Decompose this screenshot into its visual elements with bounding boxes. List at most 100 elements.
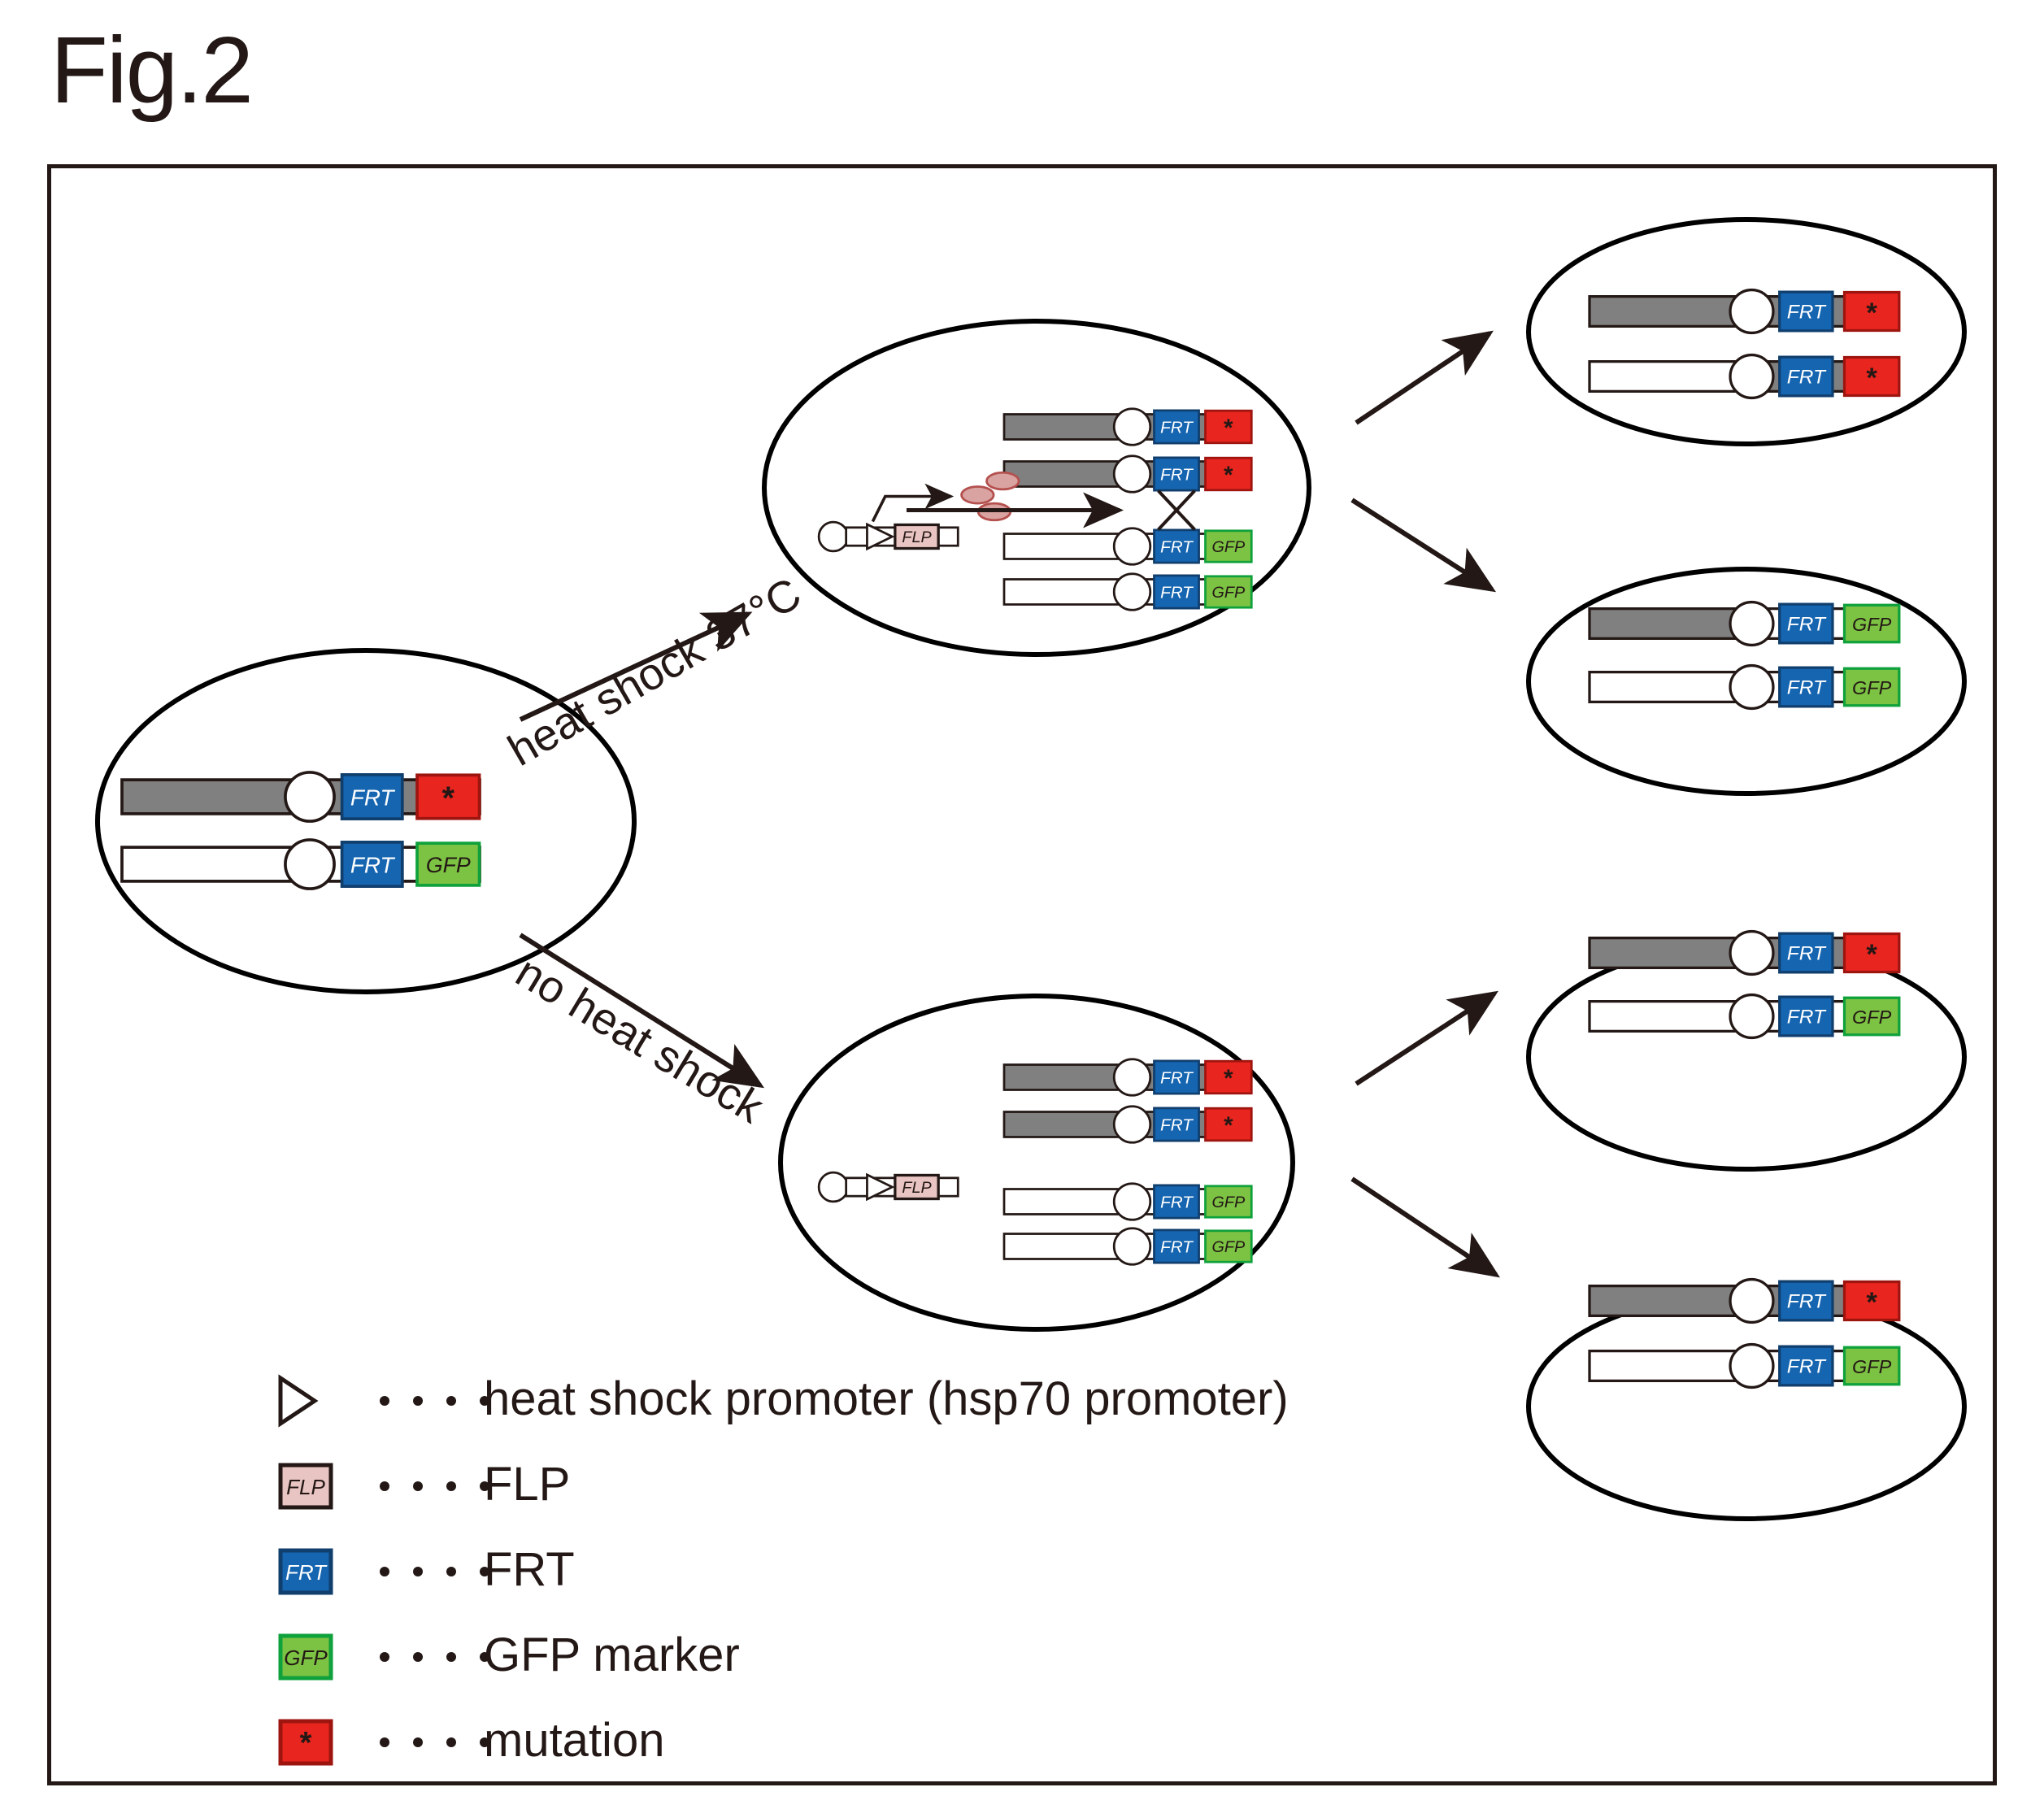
mutation-label: * <box>1866 298 1877 328</box>
centromere-icon <box>1112 454 1152 494</box>
frt-label: FRT <box>1160 1069 1194 1088</box>
frt-box-icon <box>1778 932 1834 974</box>
centromere-icon <box>284 838 336 890</box>
gfp-label: GFP <box>1852 677 1892 698</box>
gfp-box-icon <box>415 841 481 887</box>
centromere-icon <box>1729 353 1775 400</box>
gfp-box-icon <box>1204 1185 1253 1219</box>
mutation-box-icon <box>1204 1107 1253 1142</box>
gfp-box-icon <box>1842 996 1901 1037</box>
centromere-icon <box>1112 1058 1152 1097</box>
frt-label: FRT <box>1787 1007 1827 1028</box>
legend-dot <box>480 1481 489 1491</box>
legend-dot <box>446 1481 456 1491</box>
gfp-label: GFP <box>426 853 471 877</box>
gfp-box-icon <box>1842 603 1901 644</box>
flp-centromere-icon <box>817 520 850 553</box>
legend-label-mut: mutation <box>484 1714 665 1767</box>
gfp-label: GFP <box>1212 584 1246 602</box>
legend-dot <box>413 1396 423 1406</box>
frt-label: FRT <box>1787 1291 1827 1313</box>
frt-box-icon <box>340 773 404 821</box>
flp-box-icon <box>278 1463 333 1510</box>
cell-membrane <box>1526 942 1967 1172</box>
gfp-box-icon <box>1204 575 1253 609</box>
cell-membrane <box>762 319 1311 657</box>
arrow-nhs-to-result-4 <box>1350 1176 1500 1278</box>
chromatid-mutant-2: FRT* <box>1002 1105 1253 1144</box>
flp-centromere-icon <box>817 1171 850 1203</box>
frt-box-icon <box>1778 1280 1834 1322</box>
mutation-label: * <box>1866 939 1877 970</box>
chromatid-left-arm <box>1588 295 1754 328</box>
frt-box-icon <box>1778 995 1834 1037</box>
frt-box-icon <box>1153 456 1200 492</box>
crossover-x-icon <box>1157 489 1196 531</box>
legend-dot <box>480 1396 489 1406</box>
centromere-icon <box>1729 663 1775 711</box>
gfp-label: GFP <box>1212 1238 1246 1256</box>
heat-shock-promoter-triangle-icon <box>866 522 895 551</box>
frt-label: FRT <box>1160 538 1194 557</box>
centromere-icon <box>1729 929 1775 976</box>
gfp-label: GFP <box>1852 1007 1892 1028</box>
figure-title: Fig.2 <box>50 17 254 123</box>
legend-dot <box>480 1652 489 1662</box>
frt-label: FRT <box>1787 367 1827 389</box>
chromatid-left-arm <box>1588 607 1754 640</box>
chromatid-mutant-1: FRT* <box>1002 407 1253 446</box>
frt-box-icon <box>1778 355 1834 398</box>
gfp-label: GFP <box>1212 1194 1246 1211</box>
frt-box-icon <box>1153 1107 1200 1142</box>
legend-dot <box>413 1737 423 1747</box>
frt-box-icon <box>1153 1059 1200 1095</box>
flp-label: FLP <box>902 528 932 546</box>
gfp-box-icon <box>278 1633 333 1681</box>
legend-dot <box>380 1652 389 1662</box>
flp-protein-icon <box>985 471 1020 491</box>
frt-label: FRT <box>1160 1194 1194 1212</box>
parent-cell <box>95 648 637 994</box>
legend-dot <box>480 1567 489 1576</box>
frt-box-icon <box>1153 574 1200 610</box>
centromere-icon <box>1112 407 1152 446</box>
chromatid-left-arm <box>1002 1233 1133 1260</box>
chromatid-gfp: FRT GFP <box>120 838 481 890</box>
result-cell-heterozygous-bottom <box>1526 1292 1967 1521</box>
chromatid-left-arm <box>1588 1000 1754 1033</box>
legend-label-gfp: GFP marker <box>484 1629 740 1681</box>
frt-label: FRT <box>350 853 396 878</box>
heat-shock-promoter-triangle-icon <box>866 1172 895 1202</box>
gfp-label: GFP <box>1852 1356 1892 1377</box>
mutation-label: * <box>1224 463 1233 489</box>
chromatid-mutant-2: FRT * <box>1002 454 1253 494</box>
legend-item-hsp <box>278 1374 489 1428</box>
frt-box-icon <box>1778 290 1834 333</box>
gfp-box-icon <box>1204 1229 1253 1263</box>
frt-label: FRT <box>1160 1238 1194 1257</box>
mutation-box-icon <box>1842 932 1901 974</box>
cell-membrane <box>778 994 1295 1332</box>
frt-box-icon <box>1153 409 1200 445</box>
flp-label: FLP <box>902 1179 932 1197</box>
frt-label: FRT <box>1787 943 1827 965</box>
crossover-stroke-b <box>1157 489 1196 531</box>
legend-dot <box>446 1737 456 1747</box>
centromere-icon <box>1729 1342 1775 1389</box>
flp-construct: FLP <box>817 471 1020 553</box>
legend-dot <box>480 1737 489 1747</box>
legend-dot <box>380 1481 389 1491</box>
flp-construct: FLP <box>817 1171 959 1203</box>
legend-dot <box>413 1652 423 1662</box>
mutation-box-icon <box>278 1719 333 1766</box>
legend-label-flp: FLP <box>484 1458 571 1511</box>
frt-label: FRT <box>1160 466 1194 485</box>
chromatid-gfp: FRT GFP <box>1588 993 1901 1040</box>
mutation-label: * <box>1224 1066 1233 1092</box>
cell-membrane <box>95 648 637 994</box>
frt-label: FRT <box>1787 614 1827 636</box>
chromatid-mutant: FRT* <box>120 771 481 823</box>
